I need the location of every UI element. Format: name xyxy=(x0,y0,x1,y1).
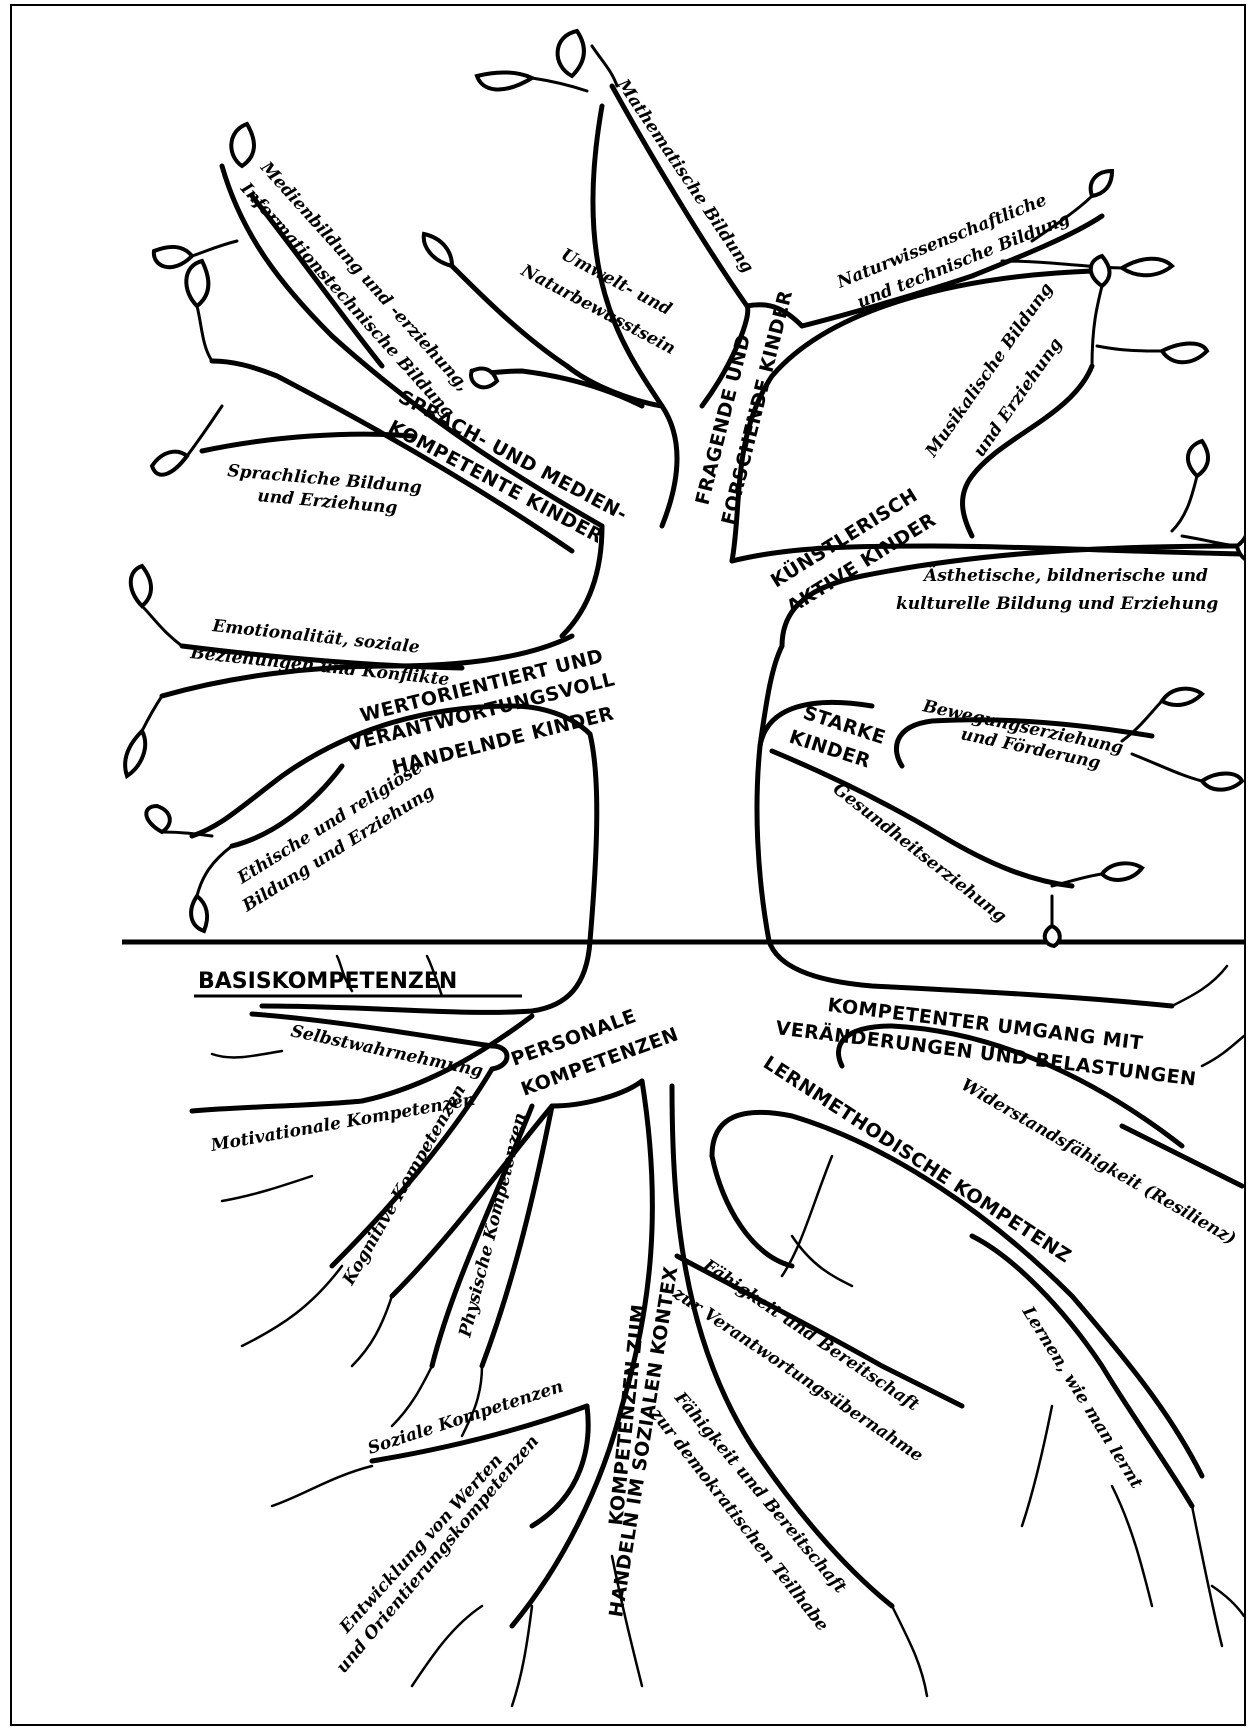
sozial-area-werte-line1: Entwicklung von Werten xyxy=(335,1451,507,1639)
tree-diagram: Medienbildung und -erziehung, Informatio… xyxy=(12,6,1246,1726)
crown-labels: Medienbildung und -erziehung, Informatio… xyxy=(188,75,1218,927)
kuenstlerisch-area-musik-line2: und Erziehung xyxy=(970,334,1067,461)
root-labels: PERSONALE KOMPETENZEN Selbstwahrnehmung … xyxy=(208,994,1239,1677)
personal-area-physisch: Physische Kompetenzen xyxy=(455,1111,530,1340)
kuenstlerisch-area-aesthetik-line1: Ästhetische, bildnerische und xyxy=(922,565,1208,586)
lern-area-lernen: Lernen, wie man lernt xyxy=(1017,1302,1146,1492)
kuenstlerisch-area-aesthetik-line2: kulturelle Bildung und Erziehung xyxy=(896,594,1218,614)
starke-area-gesundheit: Gesundheitserziehung xyxy=(829,779,1010,927)
sozial-area-demokratie-line1: Fähigkeit und Bereitschaft xyxy=(670,1388,851,1598)
branch-sprach xyxy=(187,166,602,636)
lern-title: LERNMETHODISCHE KOMPETENZ xyxy=(759,1052,1075,1268)
basiskompetenzen-label: BASISKOMPETENZEN xyxy=(198,969,457,994)
sprach-area-medien-line1: Medienbildung und -erziehung, xyxy=(256,157,473,395)
trunk xyxy=(590,734,769,941)
branch-starke xyxy=(760,646,1202,926)
fragende-area-mathe: Mathematische Bildung xyxy=(612,75,757,277)
diagram-frame: Medienbildung und -erziehung, Informatio… xyxy=(10,4,1246,1726)
sprach-area-medien-line2: Informationstechnische Bildung xyxy=(236,178,459,422)
